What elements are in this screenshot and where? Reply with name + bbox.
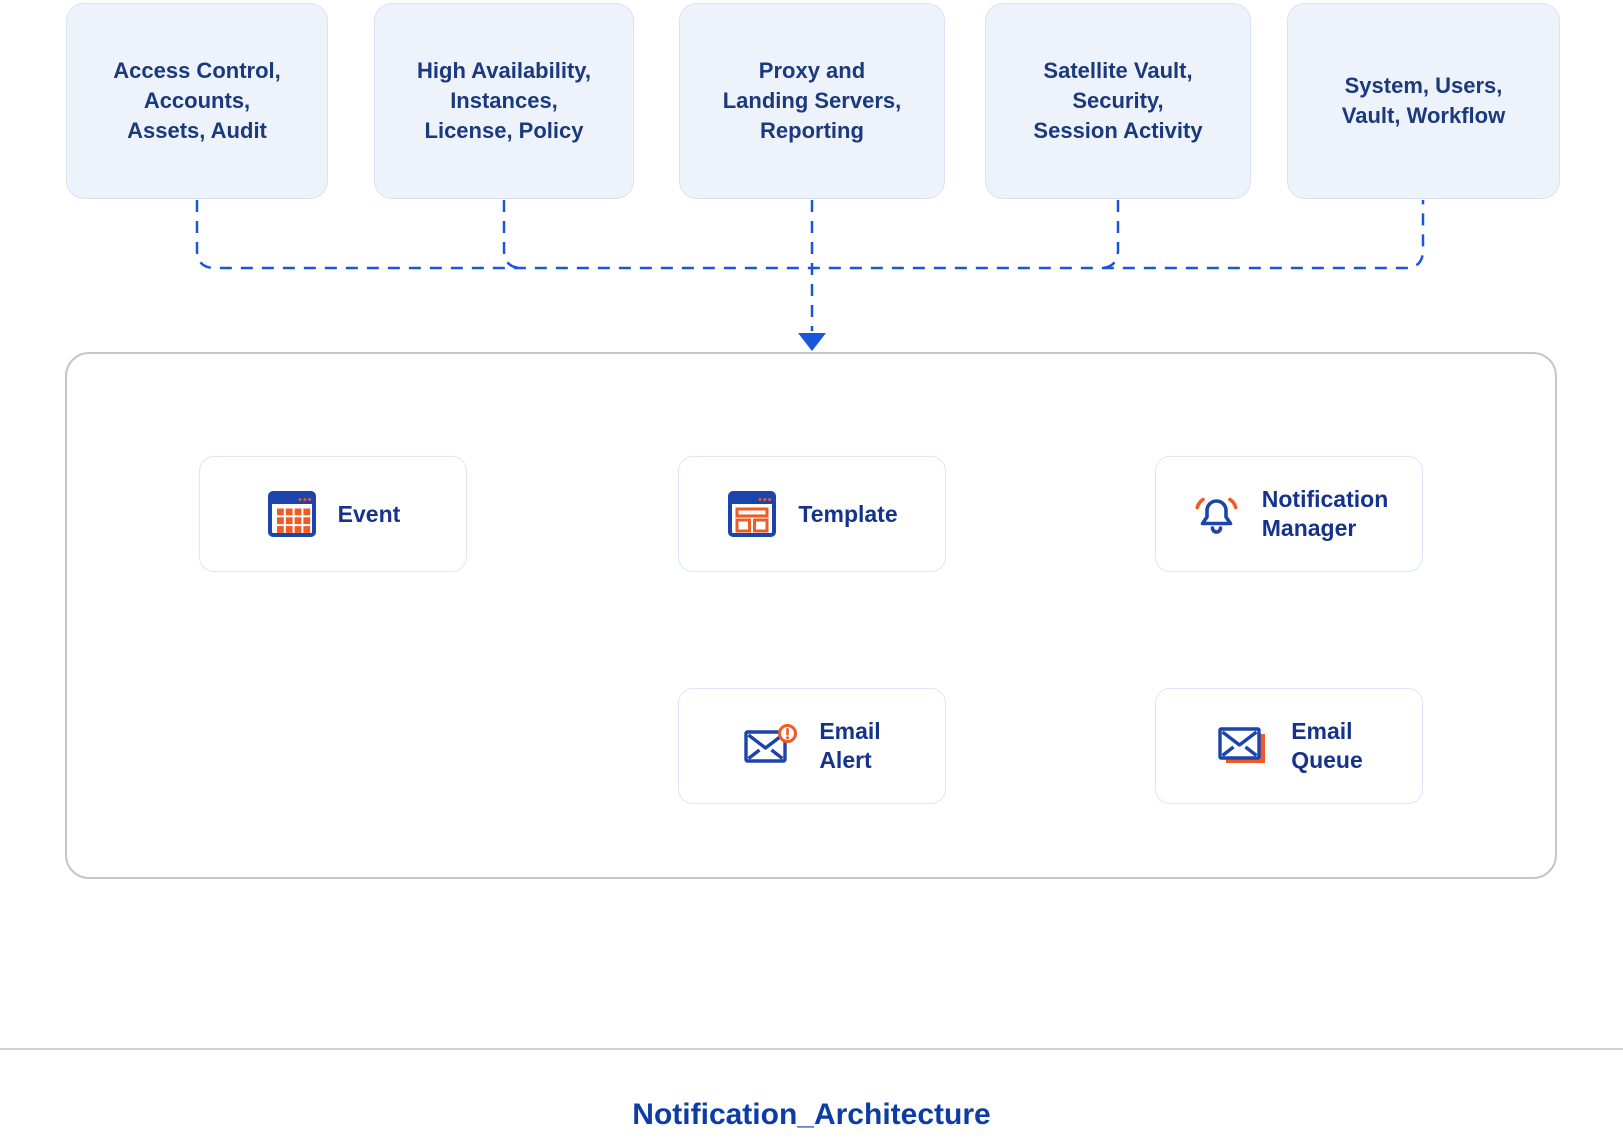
- node-label: Event: [337, 500, 401, 527]
- node-template: Template: [678, 456, 946, 572]
- footer-divider: [0, 1048, 1623, 1050]
- module-box-proxy-landing: Proxy and Landing Servers, Reporting: [679, 3, 945, 199]
- down-arrowhead: [798, 333, 826, 351]
- module-box-label: System, Users, Vault, Workflow: [1341, 73, 1506, 128]
- node-label: Template: [798, 500, 898, 527]
- browser-layout-icon: [726, 488, 778, 540]
- node-label: Email Alert: [819, 718, 881, 773]
- node-notification-manager: Notification Manager: [1155, 456, 1423, 572]
- calendar-grid-icon: [266, 488, 318, 540]
- module-box-label: Access Control, Accounts, Assets, Audit: [113, 58, 281, 143]
- email-alert-icon: [743, 723, 799, 769]
- bus-stub-box2: [502, 200, 523, 270]
- module-box-label: High Availability, Instances, License, P…: [417, 58, 591, 143]
- bus-stub-box4: [1099, 200, 1120, 270]
- module-box-high-availability: High Availability, Instances, License, P…: [374, 3, 634, 199]
- diagram-title: Notification_Architecture: [632, 1098, 991, 1131]
- email-queue-icon: [1215, 723, 1271, 769]
- node-email-alert: Email Alert: [678, 688, 946, 804]
- node-label: Notification Manager: [1261, 486, 1389, 541]
- module-box-label: Proxy and Landing Servers, Reporting: [722, 58, 902, 143]
- bell-icon: [1190, 488, 1242, 540]
- module-box-access-control: Access Control, Accounts, Assets, Audit: [66, 3, 328, 199]
- module-box-satellite-vault: Satellite Vault, Security, Session Activ…: [985, 3, 1251, 199]
- module-box-system-users: System, Users, Vault, Workflow: [1287, 3, 1560, 199]
- module-box-label: Satellite Vault, Security, Session Activ…: [1033, 58, 1203, 143]
- bus-line: [195, 200, 1425, 270]
- node-label: Email Queue: [1291, 718, 1363, 773]
- node-event: Event: [199, 456, 467, 572]
- node-email-queue: Email Queue: [1155, 688, 1423, 804]
